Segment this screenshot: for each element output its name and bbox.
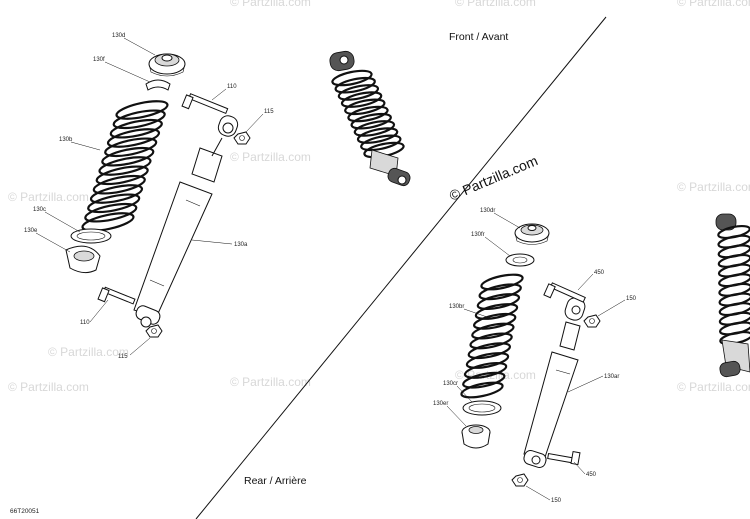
watermark-text: © Partzilla.com [677, 180, 750, 194]
coil-spring-130b [81, 100, 169, 232]
label-130dr: 130dr [480, 208, 495, 214]
nut-150-bottom [511, 473, 529, 487]
spring-ring-130cr [462, 400, 502, 416]
nut-115-bottom [145, 324, 163, 338]
spring-retainer-130f [145, 79, 171, 91]
lower-spring-seat-130er [461, 424, 491, 449]
label-150-bottom: 150 [551, 498, 562, 504]
coil-spring-130br [460, 273, 524, 399]
assembled-front-shock [329, 50, 411, 187]
spring-ring-130c [70, 228, 112, 244]
spring-retainer-130fr [505, 253, 535, 267]
nut-115-top [233, 131, 251, 145]
label-115-bottom: 115 [118, 354, 128, 360]
label-110-top: 110 [227, 84, 237, 90]
label-115-top: 115 [264, 109, 274, 115]
nut-150-top [583, 314, 601, 328]
label-450-top: 450 [594, 270, 605, 276]
watermark-text: © Partzilla.com [455, 0, 536, 9]
bolt-450-top [543, 282, 586, 303]
upper-spring-seat-130dr [514, 223, 550, 245]
label-130ar: 130ar [604, 374, 619, 380]
watermark-text: © Partzilla.com [8, 190, 89, 204]
section-divider-line [195, 16, 607, 519]
assembled-rear-shock [715, 213, 750, 378]
partzilla-watermark: © Partzilla.com [447, 152, 540, 204]
watermark-layer: © Partzilla.com © Partzilla.com © Partzi… [8, 0, 750, 394]
label-150-top: 150 [626, 296, 637, 302]
label-130cr: 130cr [443, 381, 458, 387]
rear-callouts: 130dr 130fr 130br 130cr 130er 130ar 450 … [433, 208, 637, 504]
watermark-text: © Partzilla.com [230, 375, 311, 389]
rear-section-title: Rear / Arrière [244, 475, 307, 487]
watermark-text: © Partzilla.com [230, 150, 311, 164]
front-callouts: 130d 130f 130b 130c 130e 130a 110 115 11… [24, 33, 274, 360]
label-130br: 130br [449, 304, 464, 310]
label-130e: 130e [24, 228, 38, 234]
drawing-code: 66T20051 [10, 508, 40, 515]
label-130f: 130f [93, 57, 105, 63]
lower-spring-seat-130e [65, 245, 101, 274]
label-450-bottom: 450 [586, 472, 597, 478]
bolt-450-bottom [547, 450, 581, 466]
bolt-110-top [181, 93, 229, 114]
watermark-text: © Partzilla.com [230, 0, 311, 9]
label-130a: 130a [234, 242, 248, 248]
label-110-bottom: 110 [80, 320, 90, 326]
label-130c: 130c [33, 207, 46, 213]
bolt-110-bottom [97, 286, 136, 305]
label-130er: 130er [433, 401, 448, 407]
label-130fr: 130fr [471, 232, 485, 238]
watermark-text: © Partzilla.com [8, 380, 89, 394]
shock-absorber-130ar [523, 297, 586, 468]
watermark-text: © Partzilla.com [677, 380, 750, 394]
label-130d: 130d [112, 33, 125, 39]
watermark-text: © Partzilla.com [48, 345, 129, 359]
upper-spring-seat-130d [148, 53, 186, 77]
label-130b: 130b [59, 137, 73, 143]
shock-absorber-130a [133, 115, 239, 328]
front-section-title: Front / Avant [449, 31, 508, 43]
watermark-text: © Partzilla.com [677, 0, 750, 9]
